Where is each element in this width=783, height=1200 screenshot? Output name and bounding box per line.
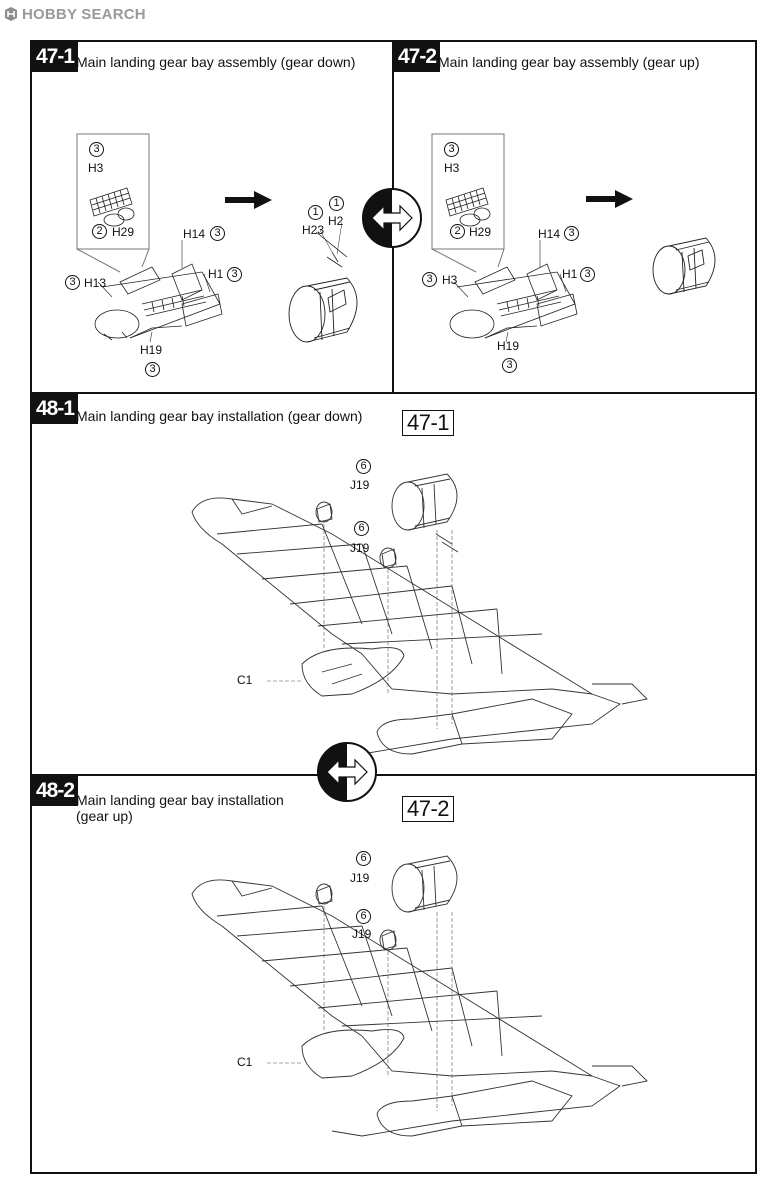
part-number-h19: 3 — [502, 358, 517, 373]
part-label-h29: H29 — [469, 225, 492, 239]
part-label-h14: H14 — [183, 227, 206, 241]
step-48-2-panel: 48-2 Main landing gear bay installation … — [30, 774, 757, 1174]
part-label-j19: J19 — [350, 541, 370, 555]
part-number-h3: 3 — [89, 142, 104, 157]
part-label-j19: J19 — [350, 871, 370, 885]
assembly-drawing-47-1 — [76, 133, 358, 343]
step-47-1-panel: 47-1 Main landing gear bay assembly (gea… — [30, 40, 394, 394]
step-number: 48-1 — [32, 394, 79, 424]
step-title: Main landing gear bay assembly (gear dow… — [76, 54, 356, 70]
part-label-h19: H19 — [140, 343, 163, 357]
part-number-h2: 1 — [329, 196, 344, 211]
part-label-j19: J19 — [350, 478, 370, 492]
part-number-j19: 6 — [356, 851, 371, 866]
part-label-h19: H19 — [497, 339, 520, 353]
part-number-h23: 1 — [308, 205, 323, 220]
part-number-j19: 6 — [356, 459, 371, 474]
reference-step-box: 47-2 — [402, 796, 455, 822]
step-47-2-panel: 47-2 Main landing gear bay assembly (gea… — [392, 40, 757, 394]
logo-text: HOBBY SEARCH — [22, 5, 146, 23]
part-number-j19: 6 — [354, 521, 369, 536]
part-label-j19: J19 — [352, 927, 372, 941]
site-logo[interactable]: HOBBY SEARCH — [4, 4, 146, 24]
part-label-h1: H1 — [562, 267, 578, 281]
step-number: 48-2 — [32, 776, 79, 806]
part-number-h3b: 3 — [422, 272, 437, 287]
part-label-c1: C1 — [237, 1055, 253, 1069]
part-bay-cylinder — [288, 277, 358, 343]
wing-drawing-48-2 — [191, 855, 648, 1137]
step-48-1-panel: 48-1 Main landing gear bay installation … — [30, 392, 757, 776]
part-label-h2: H2 — [328, 214, 344, 228]
assembly-drawing-47-2 — [431, 133, 716, 343]
reference-step-box: 47-1 — [402, 410, 455, 436]
part-label-h3: H3 — [88, 161, 104, 175]
step-title: Main landing gear bay installation (gear… — [76, 408, 363, 424]
part-label-h13: H13 — [84, 276, 107, 290]
part-label-h3b: H3 — [442, 273, 458, 287]
part-number-h29: 2 — [92, 224, 107, 239]
part-number-h13: 3 — [65, 275, 80, 290]
step-title: Main landing gear bay assembly (gear up) — [438, 54, 700, 70]
part-h3 — [89, 187, 135, 227]
part-label-h3: H3 — [444, 161, 460, 175]
part-label-h1: H1 — [208, 267, 224, 281]
part-number-h1: 3 — [580, 267, 595, 282]
part-bay-assembly — [94, 263, 223, 341]
logo-icon — [5, 7, 17, 21]
part-label-h14: H14 — [538, 227, 561, 241]
step-number: 47-1 — [32, 42, 79, 72]
part-number-h1: 3 — [227, 267, 242, 282]
part-number-h3: 3 — [444, 142, 459, 157]
step-number: 47-2 — [394, 42, 441, 72]
step-title-line-1: Main landing gear bay installation — [76, 792, 284, 808]
part-label-h29: H29 — [112, 225, 135, 239]
part-number-h19: 3 — [145, 362, 160, 377]
part-label-c1: C1 — [237, 673, 253, 687]
part-label-h23: H23 — [302, 223, 325, 237]
wing-drawing-48-1 — [191, 473, 648, 755]
step-title-line-2: (gear up) — [76, 808, 133, 824]
part-number-h29: 2 — [450, 224, 465, 239]
part-number-j19: 6 — [356, 909, 371, 924]
part-number-h14: 3 — [210, 226, 225, 241]
part-number-h14: 3 — [564, 226, 579, 241]
